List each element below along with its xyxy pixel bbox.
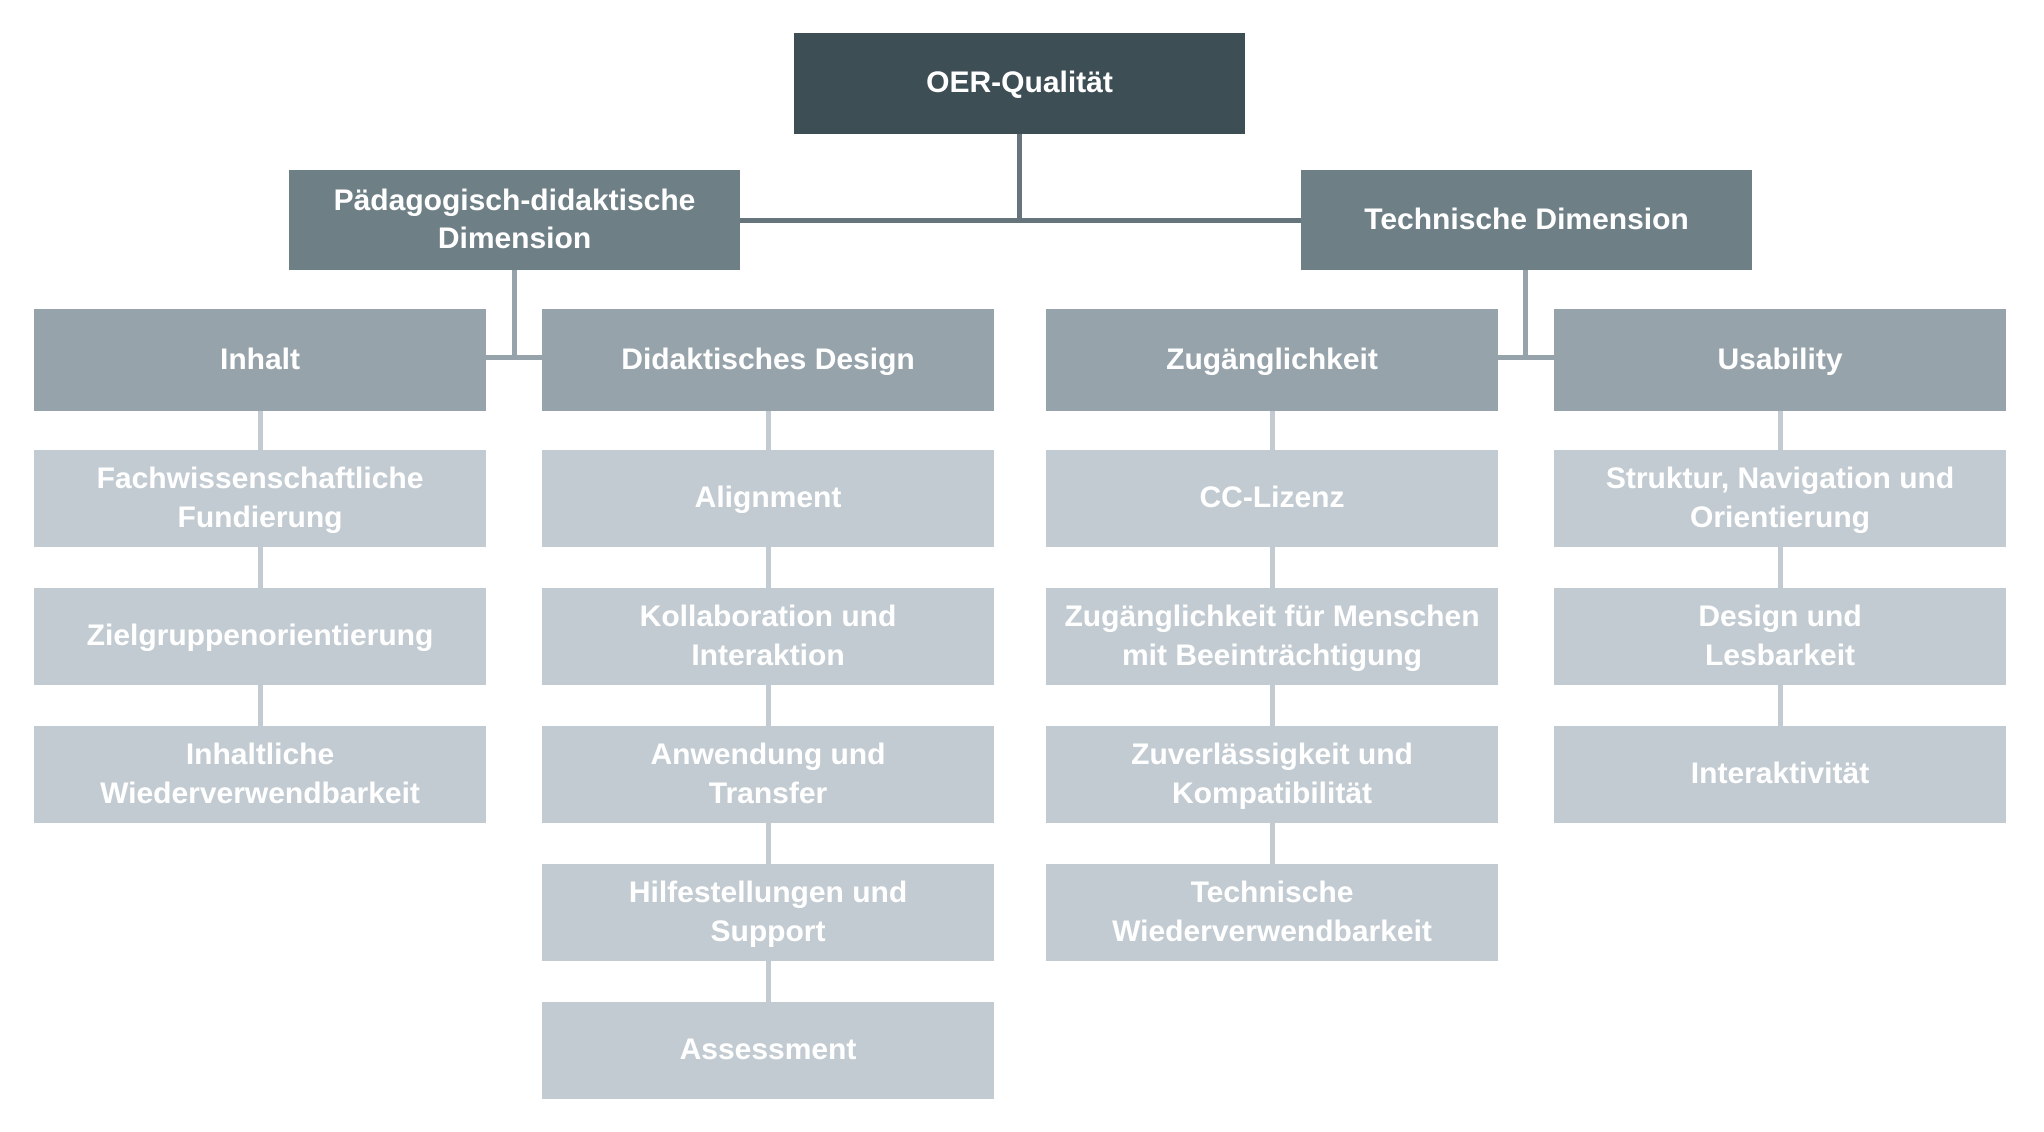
node-item-hilfestellungen-support: Hilfestellungen und Support [542, 864, 994, 961]
node-category-usability: Usability [1554, 309, 2006, 411]
node-root-oer-qualitaet: OER-Qualität [794, 33, 1245, 134]
node-item-design-lesbarkeit: Design und Lesbarkeit [1554, 588, 2006, 685]
connector-zugaenglichkeit-stub-4 [1270, 823, 1275, 864]
connector-didaktik-stub-4 [766, 823, 771, 864]
node-item-struktur-navigation-orientierung: Struktur, Navigation und Orientierung [1554, 450, 2006, 547]
connector-technisch-vertical [1523, 270, 1528, 360]
node-category-inhalt: Inhalt [34, 309, 486, 411]
node-item-zugaenglichkeit-beeintraechtigung: Zugänglichkeit für Menschen mit Beeinträ… [1046, 588, 1498, 685]
connector-usability-stub-3 [1778, 685, 1783, 726]
connector-usability-stub-2 [1778, 547, 1783, 588]
connector-zugaenglichkeit-stub-1 [1270, 411, 1275, 450]
connector-didaktik-stub-3 [766, 685, 771, 726]
node-item-anwendung-transfer: Anwendung und Transfer [542, 726, 994, 823]
node-category-zugaenglichkeit: Zugänglichkeit [1046, 309, 1498, 411]
node-item-technische-wiederverwendbarkeit: Technische Wiederverwendbarkeit [1046, 864, 1498, 961]
node-item-assessment: Assessment [542, 1002, 994, 1099]
connector-technisch-horizontal [1498, 355, 1554, 360]
connector-inhalt-stub-1 [258, 411, 263, 450]
connector-root-horizontal [740, 218, 1301, 223]
connector-usability-stub-1 [1778, 411, 1783, 450]
node-category-didaktisches-design: Didaktisches Design [542, 309, 994, 411]
connector-inhalt-stub-2 [258, 547, 263, 588]
node-dimension-paedagogisch-didaktisch: Pädagogisch-didaktische Dimension [289, 170, 740, 270]
node-item-zielgruppenorientierung: Zielgruppenorientierung [34, 588, 486, 685]
connector-inhalt-stub-3 [258, 685, 263, 726]
node-item-cc-lizenz: CC-Lizenz [1046, 450, 1498, 547]
node-item-kollaboration-interaktion: Kollaboration und Interaktion [542, 588, 994, 685]
connector-didaktik-stub-5 [766, 961, 771, 1002]
connector-root-vertical [1017, 134, 1022, 223]
node-item-inhaltliche-wiederverwendbarkeit: Inhaltliche Wiederverwendbarkeit [34, 726, 486, 823]
connector-didaktik-stub-1 [766, 411, 771, 450]
connector-zugaenglichkeit-stub-2 [1270, 547, 1275, 588]
node-item-zuverlaessigkeit-kompatibilitaet: Zuverlässigkeit und Kompatibilität [1046, 726, 1498, 823]
node-dimension-technisch: Technische Dimension [1301, 170, 1752, 270]
connector-paedagogisch-horizontal [486, 355, 542, 360]
node-item-interaktivitaet: Interaktivität [1554, 726, 2006, 823]
node-item-fachwissenschaftliche-fundierung: Fachwissenschaftliche Fundierung [34, 450, 486, 547]
node-item-alignment: Alignment [542, 450, 994, 547]
connector-zugaenglichkeit-stub-3 [1270, 685, 1275, 726]
connector-didaktik-stub-2 [766, 547, 771, 588]
connector-paedagogisch-vertical [512, 270, 517, 360]
